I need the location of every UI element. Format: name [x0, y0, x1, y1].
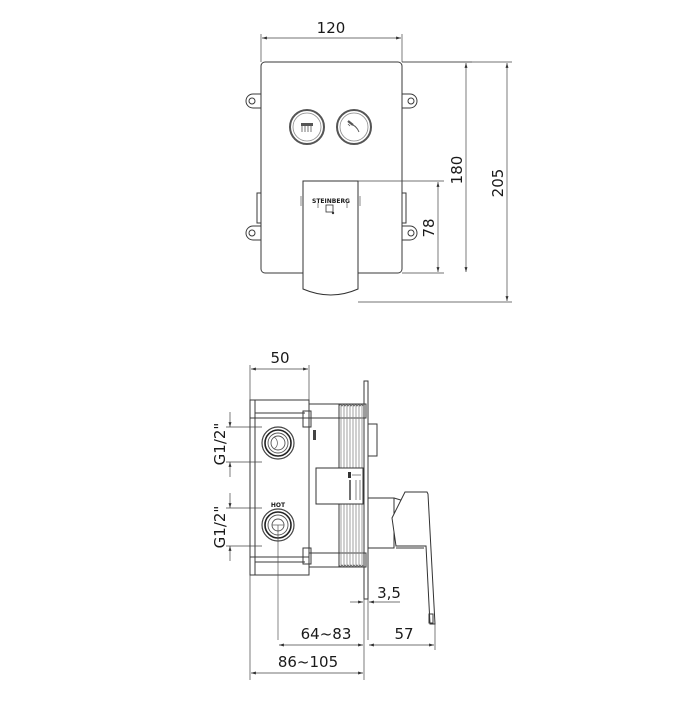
- install-outer-label: 86~105: [278, 653, 338, 671]
- mixer-handle-front: STEINBERG: [300, 180, 361, 296]
- mixer-handle-side: [367, 491, 436, 625]
- diverter-core: [315, 467, 364, 505]
- dimension-overall-205: 205: [358, 61, 512, 303]
- dimension-install-outer: 86~105: [249, 575, 363, 680]
- handle-height-label: 78: [420, 218, 438, 237]
- brand-label: STEINBERG: [312, 198, 350, 205]
- front-view: 120: [245, 19, 512, 303]
- hand-shower-icon: [347, 120, 360, 133]
- mounting-rails: [249, 399, 367, 576]
- dimension-plate-180: 180: [402, 61, 472, 272]
- dimension-body-depth-50: 50: [249, 349, 310, 400]
- top-thread-label: G1/2": [211, 423, 229, 466]
- overall-height-label: 205: [489, 169, 507, 198]
- bottom-thread-label: G1/2": [211, 506, 229, 549]
- valve-body: [249, 399, 310, 576]
- inlet-top: [261, 426, 295, 460]
- shower-head-button: [289, 109, 325, 145]
- shower-head-icon: [301, 123, 313, 132]
- dimension-width-120: 120: [260, 19, 403, 62]
- mounting-ears: [245, 93, 418, 241]
- wall-plate-side: [363, 380, 378, 600]
- plate-height-label: 180: [448, 156, 466, 185]
- plate-thickness-label: 3,5: [377, 584, 401, 602]
- dimension-thread-bottom: G1/2": [211, 493, 262, 561]
- dimension-install-inner: 64~83: [279, 625, 363, 647]
- handle-projection-label: 57: [394, 625, 413, 643]
- dimension-thread-top: G1/2": [211, 412, 262, 477]
- dimension-handle-projection: 57: [369, 624, 436, 650]
- install-inner-label: 64~83: [301, 625, 352, 643]
- dimension-plate-thickness: 3,5: [350, 584, 401, 680]
- inlet-bottom: HOT: [261, 502, 295, 640]
- dimension-handle-78: 78: [358, 180, 444, 274]
- side-view: 50: [211, 349, 436, 680]
- marker-tag: [313, 430, 316, 440]
- width-label: 120: [317, 19, 346, 37]
- hand-shower-button: [336, 109, 372, 145]
- hot-label: HOT: [271, 502, 286, 509]
- body-depth-label: 50: [270, 349, 289, 367]
